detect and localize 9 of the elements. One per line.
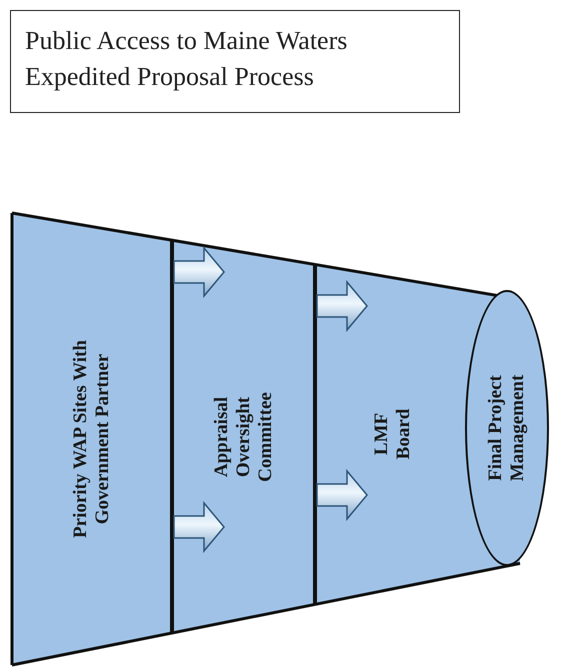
block-arrow: [173, 246, 225, 298]
block-arrow: [316, 280, 368, 332]
stage-label: Appraisal Oversight Committee: [210, 390, 276, 484]
block-arrow: [173, 500, 225, 554]
stage-label: Priority WAP Sites With Government Partner: [70, 339, 114, 540]
title-box: Public Access to Maine Waters Expedited Proposal Process: [10, 10, 460, 113]
stage-label: LMF Board: [370, 408, 414, 462]
block-arrow: [316, 468, 368, 522]
stage-label: Final Project Management: [485, 374, 529, 484]
